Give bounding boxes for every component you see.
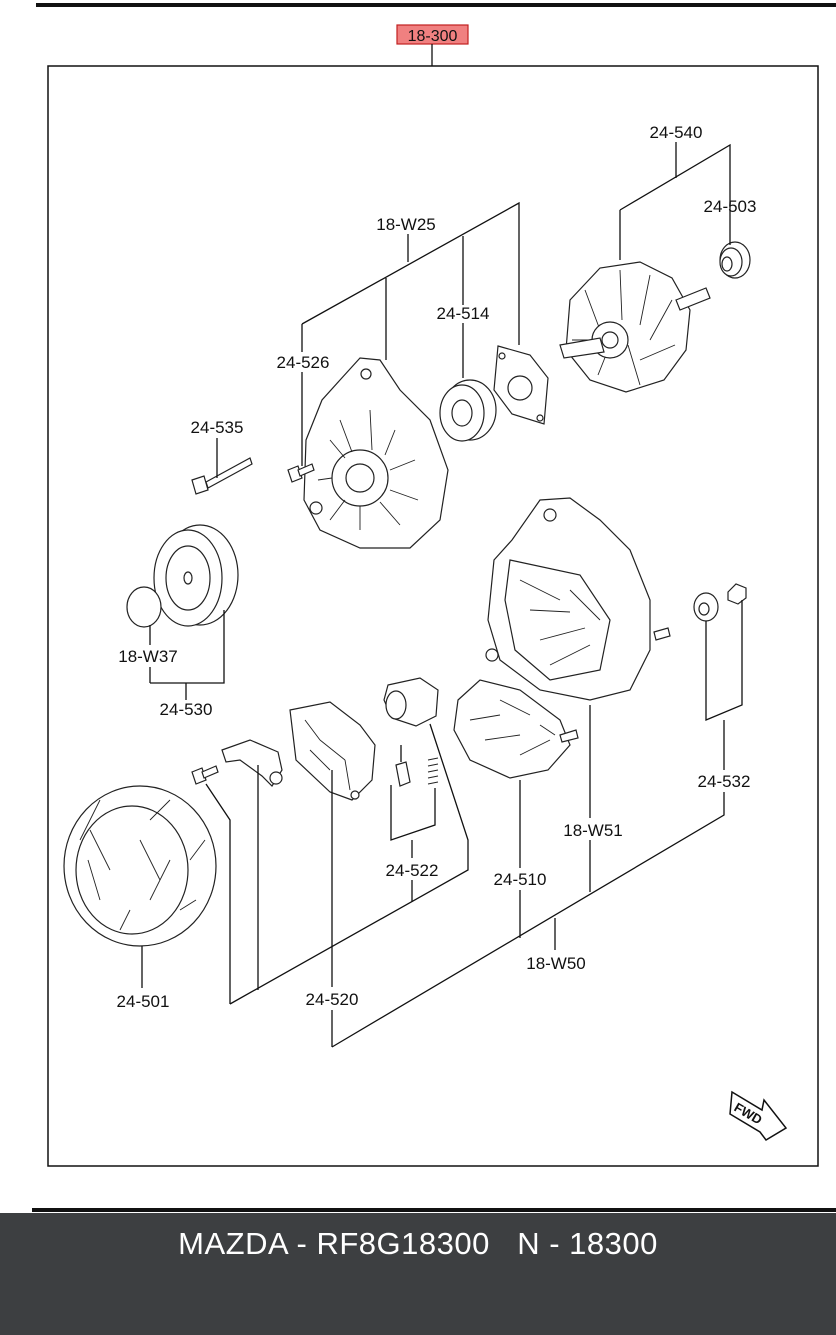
- label-24-535[interactable]: 24-535: [191, 418, 244, 437]
- label-24-503[interactable]: 24-503: [704, 197, 757, 216]
- part-caption: MAZDA - RF8G18300 N - 18300: [178, 1226, 658, 1261]
- rear-housing-drawing: [485, 497, 671, 701]
- label-24-522[interactable]: 24-522: [386, 861, 439, 880]
- terminal-nut-drawing: [693, 583, 747, 622]
- label-24-510[interactable]: 24-510: [494, 870, 547, 889]
- fwd-arrow-icon: FWD: [729, 1090, 788, 1141]
- exploded-parts-diagram: 18-300: [32, 3, 836, 1212]
- small-bolt-drawing: [191, 765, 219, 785]
- rotor-drawing: [559, 261, 711, 393]
- brush-holder-drawing: [383, 677, 439, 787]
- label-18-W37[interactable]: 18-W37: [118, 647, 178, 666]
- label-24-501[interactable]: 24-501: [117, 992, 170, 1011]
- label-24-526[interactable]: 24-526: [277, 353, 330, 372]
- label-18-W51[interactable]: 18-W51: [563, 821, 623, 840]
- bracket-drawing: [221, 739, 283, 787]
- pulley-cap-drawing: [126, 586, 162, 628]
- caption-bar: [0, 1213, 836, 1335]
- leader-lines: [141, 142, 743, 1048]
- small-bearing-drawing: [719, 241, 751, 279]
- label-24-532[interactable]: 24-532: [698, 772, 751, 791]
- label-18-W25[interactable]: 18-W25: [376, 215, 436, 234]
- retainer-plate-drawing: [493, 345, 549, 425]
- front-housing-drawing: [303, 357, 449, 549]
- pulley-drawing: [153, 524, 239, 627]
- label-24-540[interactable]: 24-540: [650, 123, 703, 142]
- label-24-520[interactable]: 24-520: [306, 990, 359, 1009]
- diagram-frame: [47, 65, 819, 1167]
- label-24-530[interactable]: 24-530: [160, 700, 213, 719]
- rectifier-drawing: [453, 679, 579, 779]
- stator-drawing: [63, 785, 217, 947]
- assembly-callout[interactable]: 18-300: [396, 24, 469, 45]
- front-bearing-drawing: [439, 379, 497, 442]
- label-24-514[interactable]: 24-514: [437, 304, 490, 323]
- regulator-drawing: [289, 701, 376, 801]
- through-bolt-drawing: [191, 457, 253, 495]
- housing-bolt-drawing: [287, 463, 315, 483]
- assembly-part-number: 18-300: [408, 28, 458, 45]
- label-18-W50[interactable]: 18-W50: [526, 954, 586, 973]
